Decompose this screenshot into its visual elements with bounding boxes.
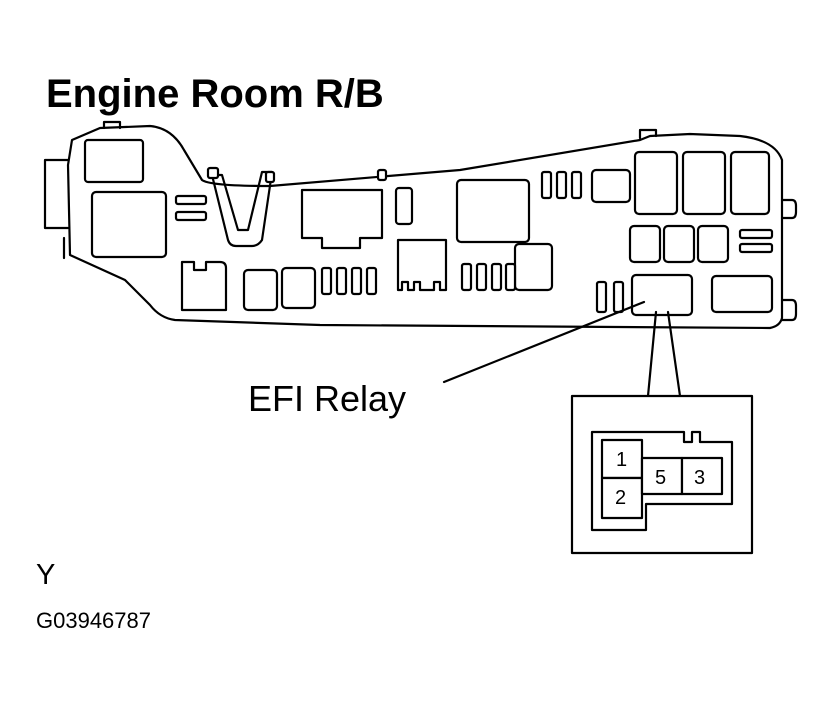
relay-pin-detail: 1 2 5 3 xyxy=(570,394,754,555)
block-fuse-small xyxy=(174,210,208,222)
block-socket-small-right xyxy=(662,224,696,264)
block-fuse-small xyxy=(206,166,220,180)
block-socket-center xyxy=(300,188,384,250)
relay-block-outline xyxy=(43,120,798,330)
callout-label: EFI Relay xyxy=(248,378,406,419)
block-socket-small xyxy=(242,268,279,312)
pin-label-5: 5 xyxy=(655,467,666,489)
block-socket-small-right xyxy=(628,224,662,264)
block-relay-right xyxy=(729,150,771,216)
block-socket-large-left-top xyxy=(83,138,145,184)
block-socket-right-lower xyxy=(710,274,774,314)
block-wedge-cutout xyxy=(210,170,274,248)
figure-code: G03946787 xyxy=(36,608,151,633)
callout-leader-line xyxy=(442,300,646,384)
block-fuse-small xyxy=(738,242,774,254)
block-fuse-row-upper xyxy=(540,170,583,200)
diagram-title: Engine Room R/B xyxy=(46,72,384,116)
block-relay-right xyxy=(681,150,727,216)
block-fuse-row-center-left xyxy=(320,266,378,296)
block-fuse-small xyxy=(738,228,774,240)
block-socket-narrow xyxy=(394,186,414,226)
block-socket-medium xyxy=(513,242,554,292)
efi-relay-socket xyxy=(630,273,694,317)
block-fuse-small xyxy=(376,168,388,182)
block-fuse-row-center-right xyxy=(460,262,517,292)
block-fuse-small xyxy=(612,280,625,314)
block-socket-large-center xyxy=(455,178,531,244)
block-fuse-small xyxy=(174,194,208,206)
pin-label-3: 3 xyxy=(694,467,705,489)
block-socket-medium xyxy=(590,168,632,204)
block-socket-comb xyxy=(396,238,448,292)
block-fuse-small xyxy=(595,280,608,314)
pin-label-1: 1 xyxy=(616,449,627,471)
block-socket-notched-left xyxy=(180,260,228,312)
block-relay-right xyxy=(633,150,679,216)
view-code: Y xyxy=(36,559,55,591)
block-fuse-small xyxy=(264,170,276,184)
block-socket-small-right xyxy=(696,224,730,264)
detail-connector-lines xyxy=(646,310,682,398)
block-socket-small xyxy=(280,266,317,310)
pin-label-2: 2 xyxy=(615,487,626,509)
block-socket-large-left xyxy=(90,190,168,259)
